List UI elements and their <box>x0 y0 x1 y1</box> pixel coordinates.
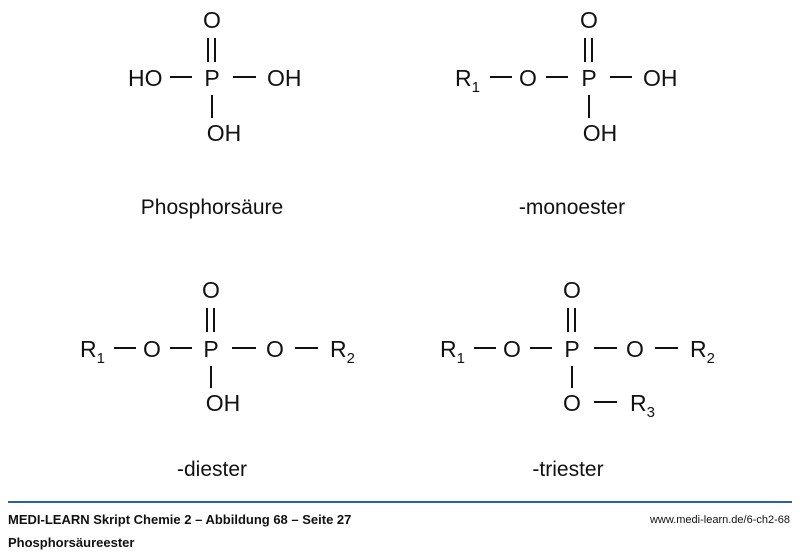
group-r1: R1 <box>455 65 480 96</box>
atom-o: O <box>519 65 537 91</box>
structure-monoester: O R1 O P OH OH -monoester <box>455 7 678 219</box>
atom-o: O <box>266 336 284 362</box>
atom-p: P <box>203 336 218 362</box>
group-oh: OH <box>643 65 678 91</box>
atom-o: O <box>503 336 521 362</box>
group-oh-bottom: OH <box>206 390 241 416</box>
footer-rule <box>8 501 792 503</box>
structure-diester: O R1 O P O R2 OH -diester <box>80 277 355 481</box>
atom-o-top: O <box>580 7 598 33</box>
atom-p: P <box>581 65 596 91</box>
atom-o-bottom: O <box>563 390 581 416</box>
structure-phosphoric-acid: O HO P OH OH Phosphorsäure <box>128 7 302 219</box>
group-oh: OH <box>267 65 302 91</box>
group-oh-bottom: OH <box>583 120 618 146</box>
group-r2: R2 <box>330 336 355 367</box>
group-ho: HO <box>128 65 163 91</box>
atom-p: P <box>564 336 579 362</box>
label-diester: -diester <box>177 458 247 481</box>
group-oh-bottom: OH <box>207 120 242 146</box>
label-phosphoric-acid: Phosphorsäure <box>141 196 283 219</box>
footer-subtitle: Phosphorsäureester <box>8 535 135 550</box>
label-triester: -triester <box>532 458 603 481</box>
phosphoric-ester-diagram: O HO P OH OH Phosphorsäure O R1 O P OH O… <box>80 7 715 481</box>
group-r2: R2 <box>690 336 715 367</box>
atom-o: O <box>626 336 644 362</box>
label-monoester: -monoester <box>519 196 625 219</box>
atom-o: O <box>143 336 161 362</box>
footer-url[interactable]: www.medi-learn.de/6-ch2-68 <box>649 514 790 526</box>
atom-o-top: O <box>202 277 220 303</box>
atom-o-top: O <box>563 277 581 303</box>
footer-title: MEDI-LEARN Skript Chemie 2 – Abbildung 6… <box>8 512 352 527</box>
group-r1: R1 <box>80 336 105 367</box>
atom-o-top: O <box>203 7 221 33</box>
group-r3: R3 <box>630 390 655 421</box>
group-r1: R1 <box>440 336 465 367</box>
atom-p: P <box>204 65 219 91</box>
structure-triester: O R1 O P O R2 O R3 -triester <box>440 277 715 481</box>
